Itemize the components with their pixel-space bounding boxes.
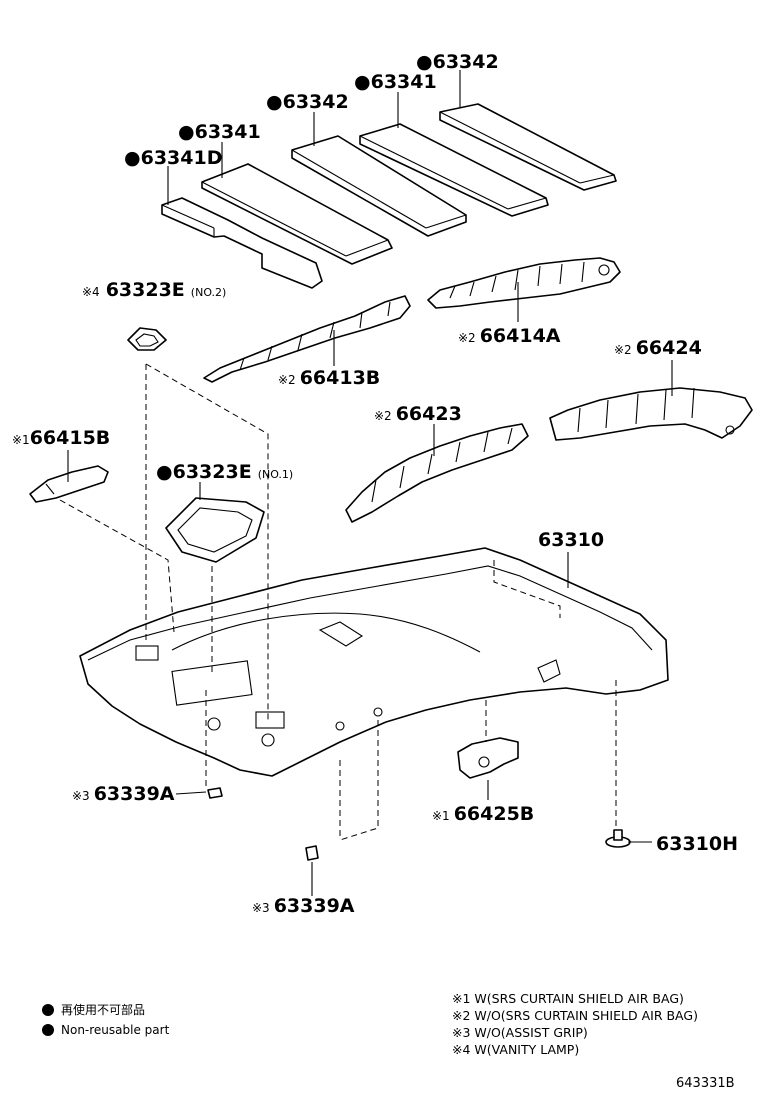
- label-66415b: ※166415B: [12, 427, 110, 449]
- label-63342-b: ●63342: [416, 51, 499, 73]
- legend: 再使用不可部品 Non-reusable part: [42, 1000, 169, 1040]
- label-63323e-no1: ●63323E(NO.1): [156, 461, 293, 483]
- silencer-pad-63341d: [161, 197, 323, 289]
- grip-bracket-66425b: [457, 737, 519, 779]
- footnote-2: ※2 W/O(SRS CURTAIN SHIELD AIR BAG): [452, 1008, 698, 1023]
- leader-lines: [67, 70, 673, 896]
- figure-number: 643331B: [676, 1076, 735, 1091]
- bracket-66413b: [203, 295, 411, 383]
- legend-en: Non-reusable part: [61, 1023, 170, 1037]
- footnote-1: ※1 W(SRS CURTAIN SHIELD AIR BAG): [452, 991, 684, 1006]
- legend-jp: 再使用不可部品: [61, 1003, 146, 1017]
- vanity-lamp-cover-63323e-no2: [127, 327, 167, 351]
- legend-row-en: Non-reusable part: [42, 1020, 169, 1040]
- label-63341-b: ●63341: [354, 71, 437, 93]
- bullet-icon: [42, 1004, 54, 1016]
- grip-bracket-66415b: [29, 465, 109, 503]
- bullet-icon: [42, 1024, 54, 1036]
- silencer-pad-63342-a: [291, 135, 467, 237]
- vanity-lamp-cover-63323e-no1: [165, 497, 265, 563]
- silencer-pad-63341-b: [359, 123, 549, 217]
- legend-row-jp: 再使用不可部品: [42, 1000, 169, 1020]
- label-63310: 63310: [538, 529, 604, 551]
- clip-63339a-upper: [207, 787, 223, 799]
- retainer-63310h: [605, 829, 631, 848]
- footnote-3: ※3 W/O(ASSIST GRIP): [452, 1025, 588, 1040]
- label-63341-a: ●63341: [178, 121, 261, 143]
- label-63341d: ●63341D: [124, 147, 222, 169]
- headliner-63310: [79, 547, 669, 777]
- label-63310h: 63310H: [656, 833, 738, 855]
- footnote-4: ※4 W(VANITY LAMP): [452, 1042, 580, 1057]
- footnotes: ※1 W(SRS CURTAIN SHIELD AIR BAG) ※2 W/O(…: [452, 990, 698, 1058]
- silencer-pad-63342-b: [439, 103, 617, 191]
- bracket-66423: [345, 423, 529, 523]
- bracket-66424: [549, 387, 753, 441]
- bracket-66414a: [427, 257, 621, 309]
- assembly-lines: [59, 363, 617, 841]
- label-63342-a: ●63342: [266, 91, 349, 113]
- silencer-pad-63341-a: [201, 163, 393, 265]
- clip-63339a-lower: [305, 845, 319, 861]
